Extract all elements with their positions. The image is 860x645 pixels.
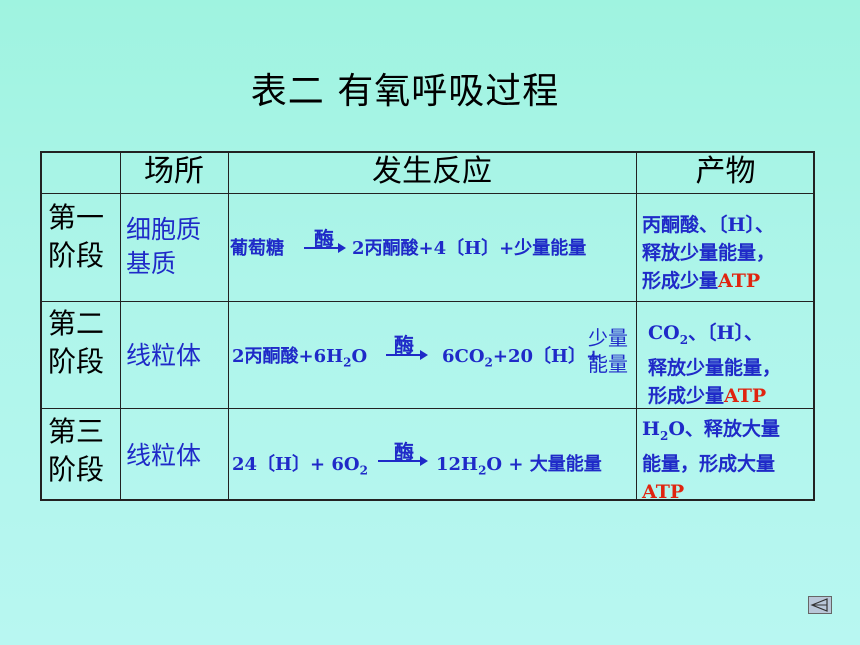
enzyme-label: 酶 xyxy=(394,333,414,357)
reaction-3: 24〔H〕+ 6O2 酶 12H2O + 大量能量 xyxy=(228,408,636,501)
site-1: 细胞质 基质 xyxy=(126,215,202,278)
product-1: 丙酮酸、〔H〕、 释放少量能量， 形成少量ATP xyxy=(642,214,776,292)
back-nav-button[interactable] xyxy=(808,596,832,614)
slide-title: 表二 有氧呼吸过程 xyxy=(250,71,560,112)
reaction-arrow-icon xyxy=(304,243,346,253)
enzyme-label: 酶 xyxy=(314,227,334,251)
product-2: CO2、〔H〕、 释放少量能量， 形成少量ATP xyxy=(648,322,782,407)
site-3: 线粒体 xyxy=(126,441,202,470)
reaction-arrow-icon xyxy=(386,350,428,360)
col-divider xyxy=(228,153,229,499)
header-site: 场所 xyxy=(144,154,204,189)
stage-2: 第二 阶段 xyxy=(48,307,105,378)
aerobic-respiration-table: 场所 发生反应 产物 第一 阶段 细胞质 基质 葡萄糖 酶 2丙酮酸+4〔H〕+… xyxy=(40,151,815,503)
row-divider xyxy=(42,408,813,409)
col-divider xyxy=(120,153,121,499)
atp-label: ATP xyxy=(718,270,761,292)
energy-label: 少量 能量 xyxy=(588,326,628,376)
header-product: 产物 xyxy=(695,154,756,189)
enzyme-label: 酶 xyxy=(394,440,414,464)
reaction-1: 葡萄糖 酶 2丙酮酸+4〔H〕+少量能量 xyxy=(228,193,636,301)
stage-1: 第一 阶段 xyxy=(48,201,105,272)
atp-label: ATP xyxy=(724,384,767,407)
back-arrow-icon xyxy=(810,598,828,612)
atp-label: ATP xyxy=(642,480,685,503)
stage-3: 第三 阶段 xyxy=(48,415,105,486)
header-reaction: 发生反应 xyxy=(372,154,492,189)
row-divider xyxy=(42,193,813,194)
col-divider xyxy=(636,153,637,499)
reaction-2: 2丙酮酸+6H2O 酶 6CO2+20〔H〕+ 少量 能量 xyxy=(232,326,628,376)
row-divider xyxy=(42,301,813,302)
reaction-arrow-icon xyxy=(378,456,428,466)
site-2: 线粒体 xyxy=(126,341,202,370)
product-3: H2O、释放大量 能量，形成大量 ATP xyxy=(642,418,780,503)
